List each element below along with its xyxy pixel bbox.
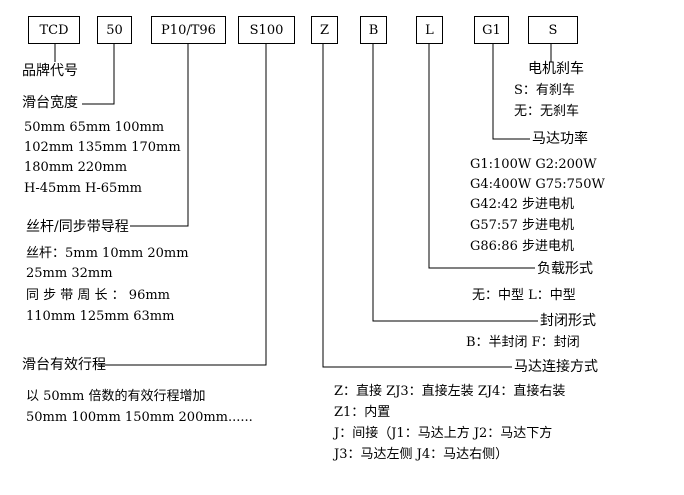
code-box-load: L: [416, 16, 443, 44]
brake-line-2: 无：无刹车: [514, 104, 580, 119]
code-box-lead: P10/T96: [151, 16, 226, 44]
connection-line-3: J：间接（J1：马达上方 J2：马达下方: [334, 426, 553, 441]
code-box-connection: Z: [311, 16, 338, 44]
width-heading: 滑台宽度: [22, 95, 78, 111]
stroke-heading: 滑台有效行程: [22, 357, 106, 373]
load-connector: [428, 44, 535, 269]
code-box-stroke: S100: [238, 16, 295, 44]
seal-line-1: B：半封闭 F：封闭: [466, 335, 580, 350]
lead-line-3: 同 步 带 周 长 ： 96mm: [26, 288, 170, 303]
load-heading: 负载形式: [537, 261, 593, 277]
width-line-3: 180mm 220mm: [24, 160, 128, 175]
connection-line-2: Z1：内置: [334, 405, 391, 420]
connection-heading: 马达连接方式: [514, 359, 598, 375]
lead-connector: [130, 44, 189, 227]
connection-connector: [322, 44, 512, 368]
brand-heading: 品牌代号: [22, 63, 78, 79]
connection-line-4: J3：马达左侧 J4：马达右侧）: [334, 447, 509, 462]
power-line-5: G86:86 步进电机: [470, 239, 574, 254]
width-line-4: H-45mm H-65mm: [24, 181, 142, 196]
width-line-2: 102mm 135mm 170mm: [24, 140, 181, 155]
lead-line-1: 丝杆：5mm 10mm 20mm: [26, 246, 189, 261]
width-connector: [82, 44, 115, 105]
code-box-power: G1: [474, 16, 509, 44]
brake-line-1: S：有刹车: [514, 83, 575, 98]
power-line-1: G1:100W G2:200W: [470, 157, 597, 172]
code-box-brake: S: [528, 16, 578, 44]
code-box-width: 50: [97, 16, 132, 44]
seal-heading: 封闭形式: [540, 313, 596, 329]
stroke-line-1: 以 50mm 倍数的有效行程增加: [26, 389, 206, 404]
stroke-line-2: 50mm 100mm 150mm 200mm......: [26, 410, 253, 425]
power-line-4: G57:57 步进电机: [470, 218, 574, 233]
brake-heading: 电机刹车: [528, 61, 584, 77]
lead-line-4: 110mm 125mm 63mm: [26, 309, 175, 324]
power-connector: [492, 44, 530, 140]
width-line-1: 50mm 65mm 100mm: [24, 120, 165, 135]
code-box-brand: TCD: [28, 16, 80, 44]
code-box-seal: B: [360, 16, 387, 44]
connection-line-1: Z：直接 ZJ3：直接左装 ZJ4：直接右装: [334, 384, 566, 399]
power-heading: 马达功率: [532, 131, 588, 147]
seal-connector: [372, 44, 538, 322]
power-line-3: G42:42 步进电机: [470, 197, 574, 212]
lead-heading: 丝杆/同步带导程: [26, 219, 129, 235]
stroke-connector: [98, 44, 267, 366]
lead-line-2: 25mm 32mm: [26, 266, 113, 281]
load-line-1: 无：中型 L：中型: [472, 288, 576, 303]
power-line-2: G4:400W G75:750W: [470, 177, 605, 192]
